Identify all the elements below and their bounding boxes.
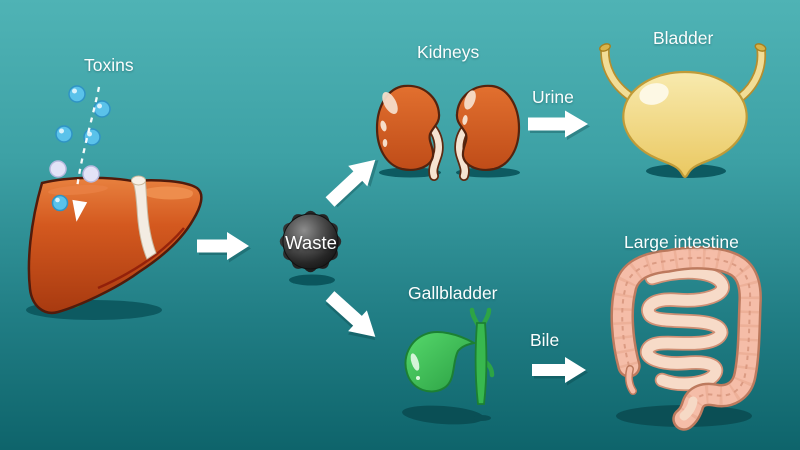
bile-duct-stem (474, 322, 488, 405)
waste-label: Waste (285, 232, 337, 253)
gallbladder-sac (404, 331, 477, 393)
toxins-flow-arrow (72, 86, 101, 222)
kidney-highlight (462, 115, 468, 125)
right-kidney (455, 84, 521, 171)
bile-arrow (532, 357, 588, 386)
toxins-arrowhead (72, 199, 88, 222)
kidney-highlight (464, 90, 476, 110)
gallbladder-highlight (416, 376, 420, 380)
ureter-opening (754, 43, 767, 52)
waste-ball (279, 210, 342, 286)
liver-crease (97, 227, 185, 290)
bile-label: Bile (530, 330, 560, 350)
arrow-waste-to-kidneys (325, 159, 379, 208)
urine-arrow (528, 110, 590, 140)
toxin-dot-cyan (51, 85, 111, 212)
toxin-dot-lavender (49, 160, 100, 183)
waste-spikes (279, 210, 342, 273)
toxin-particles (49, 85, 111, 212)
large-intestine-illustration (610, 246, 762, 431)
waste-sphere (282, 213, 339, 270)
arrow-waste-to-gallbladder (325, 291, 376, 341)
gallbladder-label: Gallbladder (408, 283, 498, 303)
falciform-ligament (130, 179, 157, 260)
bladder-illustration (599, 43, 767, 179)
gallbladder-highlight (410, 353, 420, 371)
kidney-shadow (456, 167, 520, 178)
colon-taenia-line (621, 256, 752, 420)
bladder-label: Bladder (653, 28, 714, 48)
ureter-opening (599, 43, 611, 52)
liver-illustration (26, 175, 203, 320)
gallbladder-illustration (402, 307, 495, 425)
toxins-label: Toxins (84, 55, 134, 75)
kidney-highlight (382, 92, 398, 114)
arrow-liver-to-waste (197, 232, 251, 263)
gallbladder-shadow (402, 405, 484, 425)
liver-highlight (143, 186, 193, 200)
urine-label: Urine (532, 87, 574, 107)
bladder-highlight (639, 83, 669, 105)
ligament-knob (131, 175, 146, 186)
kidneys-illustration (375, 84, 521, 181)
waste-shadow (289, 274, 335, 286)
kidneys-label: Kidneys (417, 42, 480, 62)
rectum (679, 396, 698, 421)
kidney-highlight (380, 120, 387, 132)
large-intestine-label: Large intestine (624, 232, 739, 252)
kidney-highlight (382, 139, 388, 147)
liver-highlight (48, 185, 108, 195)
kidney-shadow (379, 167, 441, 178)
